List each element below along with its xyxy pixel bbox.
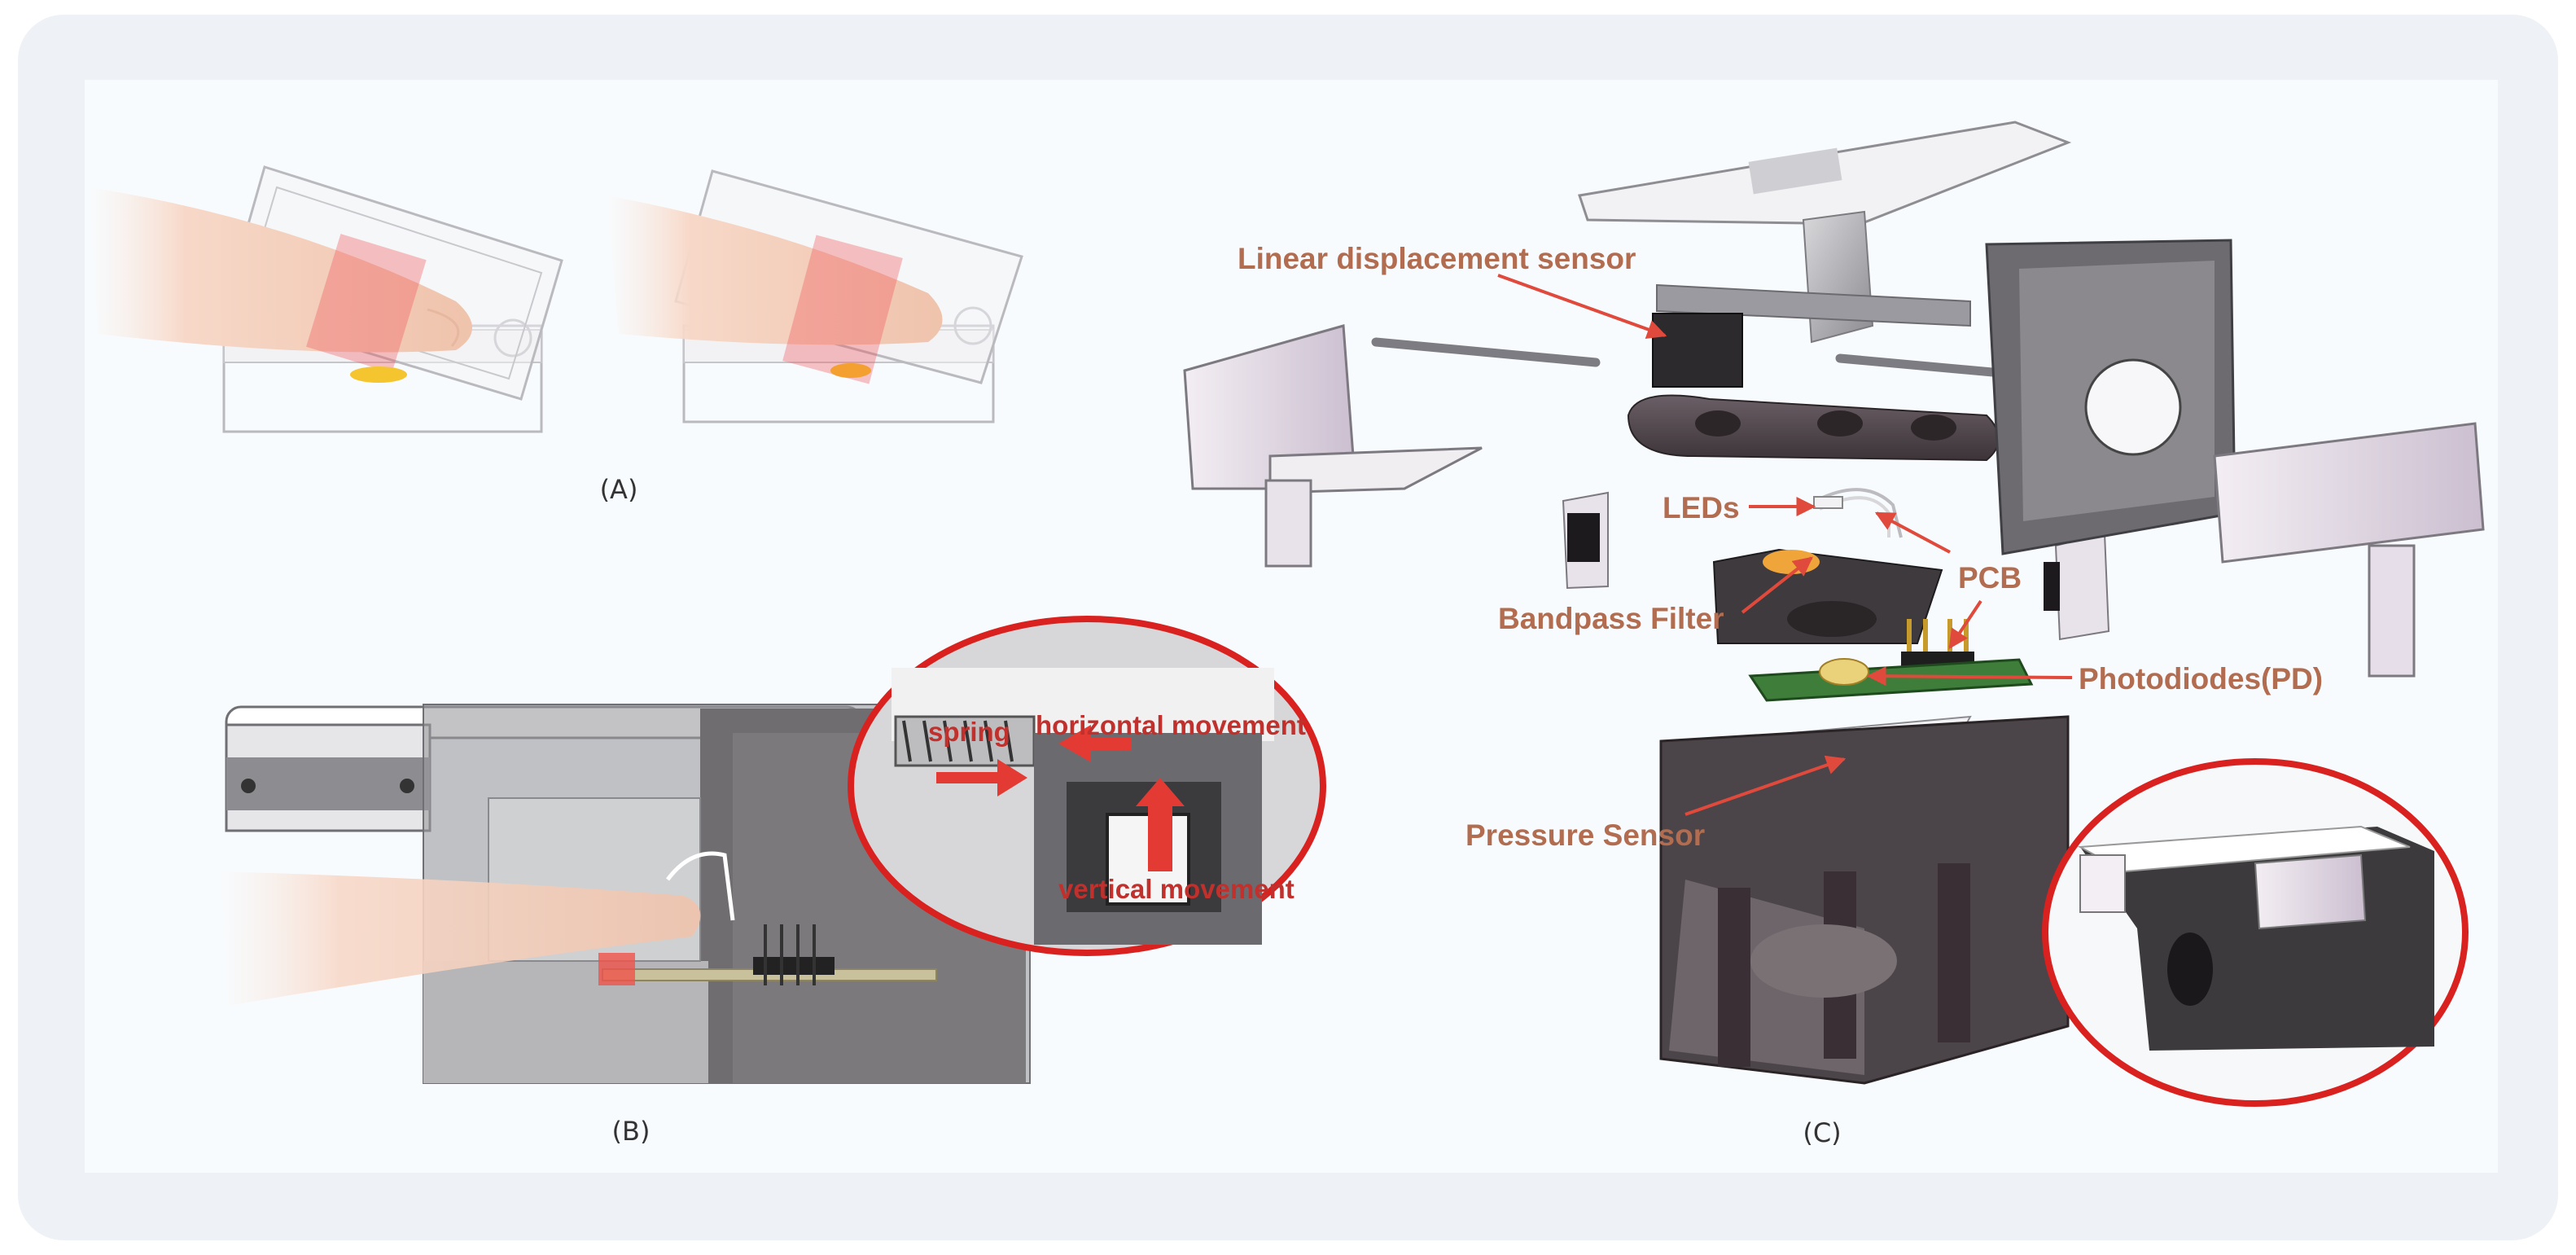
arrow-linear-sensor	[1497, 274, 1667, 339]
arrow-bandpass	[1741, 556, 1813, 614]
panel-c: Linear displacement sensor LEDs PCB Band…	[1183, 121, 2485, 1148]
label-bandpass-filter: Bandpass Filter	[1498, 602, 1724, 635]
device-a-open	[90, 165, 563, 433]
device-a-closed	[607, 169, 1023, 423]
label-linear-displacement-sensor: Linear displacement sensor	[1238, 242, 1636, 275]
panel-a-label: (A)	[600, 474, 638, 505]
arrow-pcb-pins	[1948, 599, 1982, 649]
panel-a: (A)	[90, 165, 1023, 505]
horizontal-movement-label: horizontal movement	[1036, 710, 1306, 740]
label-leds: LEDs	[1663, 491, 1740, 524]
label-pressure-sensor: Pressure Sensor	[1465, 818, 1705, 852]
arrow-pressure	[1684, 755, 1847, 816]
panel-b: spring horizontal movement vertical move…	[220, 616, 1326, 1147]
label-photodiodes: Photodiodes(PD)	[2079, 662, 2323, 696]
panel-b-label: (B)	[612, 1116, 651, 1147]
arrow-pcb-wires	[1874, 511, 1951, 554]
panel-c-label: (C)	[1803, 1117, 1841, 1148]
panel-b-zoom: spring horizontal movement vertical move…	[848, 616, 1326, 956]
panel-c-zoom	[2042, 758, 2469, 1107]
label-pcb: PCB	[1958, 561, 2022, 595]
vertical-movement-label: vertical movement	[1058, 874, 1295, 904]
spring-label: spring	[928, 717, 1010, 747]
arrow-photodiodes	[1866, 666, 2073, 687]
